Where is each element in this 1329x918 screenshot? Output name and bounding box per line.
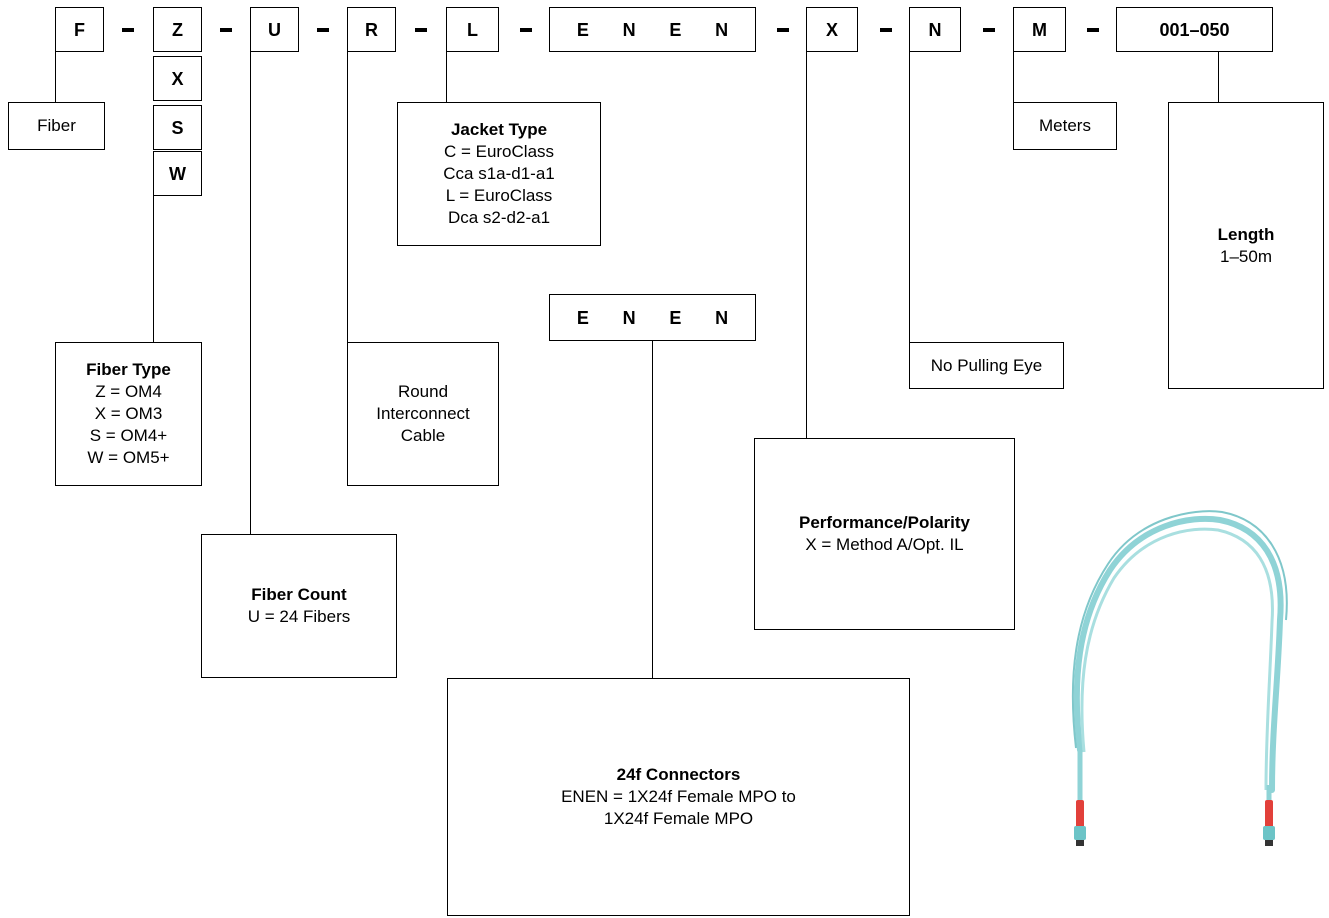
jacket-type-line: Cca s1a-d1-a1 (443, 164, 555, 183)
code-box-x2: X (806, 7, 858, 52)
connector-line (652, 341, 653, 678)
dash-separator (777, 28, 789, 32)
jacket-type-line: L = EuroClass (445, 186, 553, 205)
fiber-type-title: Fiber Type (86, 360, 171, 379)
jacket-type-line: Dca s2-d2-a1 (447, 208, 551, 227)
right-boot (1265, 800, 1273, 828)
fiber-count-box: Fiber Count U = 24 Fibers (201, 534, 397, 678)
connector-line (153, 196, 154, 342)
code-box-enen: E N E N (549, 7, 756, 52)
code-box-x: X (153, 56, 202, 101)
connector-line (909, 52, 910, 342)
no-pulling-eye-box: No Pulling Eye (909, 342, 1064, 389)
code-enen-3: E (669, 307, 682, 328)
fiber-type-line: X = OM3 (94, 404, 163, 423)
code-enen-3: E (669, 19, 682, 40)
length-box: Length 1–50m (1168, 102, 1324, 389)
code-enen-4: N (715, 19, 729, 40)
code-u: U (268, 19, 281, 40)
dash-separator (983, 28, 995, 32)
fiber-type-box: Fiber Type Z = OM4 X = OM3 S = OM4+ W = … (55, 342, 202, 486)
length-line: 1–50m (1220, 246, 1272, 266)
code-box-f: F (55, 7, 104, 52)
connector-line (1013, 52, 1014, 102)
code-enen-4: N (715, 307, 729, 328)
code-box-z: Z (153, 7, 202, 52)
fiber-type-line: S = OM4+ (89, 426, 168, 445)
connector-line (806, 52, 807, 438)
code-box-l: L (446, 7, 499, 52)
length-title: Length (1217, 224, 1275, 244)
round-cable-line: Round (397, 382, 449, 401)
performance-line: X = Method A/Opt. IL (805, 535, 964, 554)
dash-separator (520, 28, 532, 32)
code-l: L (467, 19, 478, 40)
code-box-u: U (250, 7, 299, 52)
code-z: Z (172, 19, 183, 40)
left-mpo-connector (1074, 826, 1086, 840)
code-box-length: 001–050 (1116, 7, 1273, 52)
code-enen-2: N (622, 307, 636, 328)
jacket-type-line: C = EuroClass (443, 142, 555, 161)
jacket-type-title: Jacket Type (450, 120, 548, 139)
connector-line (446, 52, 447, 102)
performance-polarity-box: Performance/Polarity X = Method A/Opt. I… (754, 438, 1015, 630)
left-boot (1076, 800, 1084, 828)
code-w: W (169, 163, 186, 184)
cable-loop (1073, 515, 1284, 793)
connectors-line: 1X24f Female MPO (603, 809, 754, 828)
cable-loop-inner (1080, 527, 1274, 791)
left-connector-tip (1076, 840, 1084, 846)
code-length: 001–050 (1159, 19, 1230, 40)
round-cable-line: Cable (400, 426, 446, 445)
code-enen-1: E (576, 19, 589, 40)
cable-illustration (1071, 510, 1288, 846)
code-n: N (928, 19, 942, 40)
dash-separator (220, 28, 232, 32)
connector-line (1218, 52, 1219, 102)
fiber-label: Fiber (37, 116, 76, 135)
connector-code-box: E N E N (549, 294, 756, 341)
cable-loop-outer (1071, 510, 1288, 749)
code-m: M (1032, 19, 1047, 40)
fiber-type-line: Z = OM4 (95, 382, 162, 401)
code-box-w: W (153, 151, 202, 196)
no-pulling-eye-label: No Pulling Eye (930, 355, 1043, 375)
code-box-m: M (1013, 7, 1066, 52)
round-cable-box: Round Interconnect Cable (347, 342, 499, 486)
code-r: R (365, 19, 378, 40)
performance-title: Performance/Polarity (798, 513, 970, 532)
connector-line (55, 52, 56, 102)
code-x2: X (825, 19, 838, 40)
fiber-count-title: Fiber Count (251, 585, 347, 604)
dash-separator (122, 28, 134, 32)
connector-line (347, 52, 348, 342)
connectors-line: ENEN = 1X24f Female MPO to (561, 787, 796, 806)
code-enen-2: N (622, 19, 636, 40)
connectors-title: 24f Connectors (616, 765, 741, 784)
dash-separator (317, 28, 329, 32)
round-cable-line: Interconnect (376, 404, 470, 423)
code-box-s: S (153, 105, 202, 150)
fiber-label-box: Fiber (8, 102, 105, 150)
code-box-n: N (909, 7, 961, 52)
meters-label: Meters (1039, 116, 1091, 135)
right-mpo-connector (1263, 826, 1275, 840)
jacket-type-box: Jacket Type C = EuroClass Cca s1a-d1-a1 … (397, 102, 601, 246)
dash-separator (1087, 28, 1099, 32)
code-enen-1: E (576, 307, 589, 328)
code-s: S (171, 117, 184, 138)
code-f: F (74, 19, 85, 40)
right-connector-tip (1265, 840, 1273, 846)
dash-separator (415, 28, 427, 32)
fiber-type-line: W = OM5+ (87, 448, 170, 467)
code-box-r: R (347, 7, 396, 52)
fiber-count-line: U = 24 Fibers (247, 607, 351, 626)
connector-line (250, 52, 251, 534)
code-x: X (171, 68, 184, 89)
connectors-box: 24f Connectors ENEN = 1X24f Female MPO t… (447, 678, 910, 916)
meters-label-box: Meters (1013, 102, 1117, 150)
dash-separator (880, 28, 892, 32)
